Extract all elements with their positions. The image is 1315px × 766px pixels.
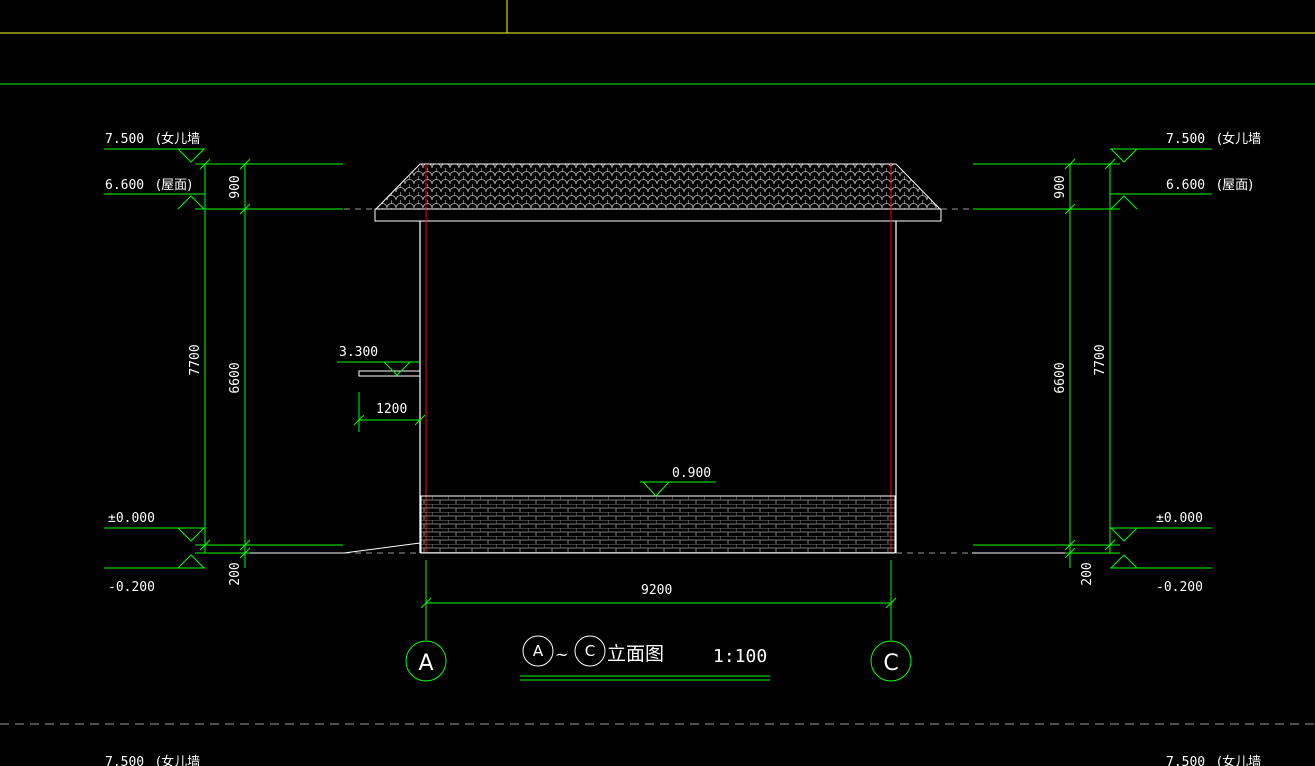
level-parapet-right-next: 7.500 [1166, 755, 1205, 766]
axis-label-left: A [418, 651, 433, 676]
dim-canopy: 1200 [376, 402, 407, 417]
level-ground-left: ±0.000 [108, 511, 155, 526]
building-walls [419, 164, 897, 553]
dim-base-left: 200 [228, 562, 243, 585]
dim-base-right: 200 [1080, 562, 1095, 585]
dim-parapet-left: 900 [228, 175, 243, 198]
axis-label-right: C [883, 651, 898, 676]
dim-overall-right: 7700 [1093, 344, 1108, 375]
level-parapet-left-next: 7.500 [105, 755, 144, 766]
drawing-title-text: 立面图 [607, 643, 664, 665]
dim-height-right: 6600 [1053, 362, 1068, 393]
level-parapet-left: 7.500 [105, 132, 144, 147]
plinth-level-marker [640, 481, 716, 497]
drawing-scale: 1:100 [713, 646, 767, 667]
title-sep: ~ [555, 645, 568, 664]
dim-parapet-right: 900 [1053, 175, 1068, 198]
dim-overall-left: 7700 [188, 344, 203, 375]
level-roof-right: 6.600 [1166, 178, 1205, 193]
level-ground-right: ±0.000 [1156, 511, 1203, 526]
level-roof-left: 6.600 [105, 178, 144, 193]
level-canopy: 3.300 [339, 345, 378, 360]
level-roof-note-left: (屋面) [156, 178, 192, 193]
title-to: C [585, 642, 595, 660]
brick-plinth [420, 495, 896, 554]
level-parapet-note-right: (女儿墙 [1217, 131, 1261, 147]
level-parapet-right: 7.500 [1166, 132, 1205, 147]
title-frame [0, 0, 1315, 725]
roof [344, 163, 972, 222]
level-parapet-note-left: (女儿墙 [156, 131, 200, 147]
canopy [358, 370, 421, 377]
left-dimensions [104, 148, 343, 569]
width-dimension [420, 560, 897, 640]
level-plinth: 0.900 [672, 466, 711, 481]
right-dimensions [973, 148, 1212, 569]
level-grade-right: -0.200 [1156, 580, 1203, 595]
drawing-title [520, 635, 770, 681]
dim-width: 9200 [641, 583, 672, 598]
level-grade-left: -0.200 [108, 580, 155, 595]
dim-height-left: 6600 [228, 362, 243, 393]
axis-bubbles [405, 640, 912, 682]
canopy-dimensions [337, 361, 426, 432]
level-parapet-note-right-next: (女儿墙 [1217, 754, 1261, 766]
title-from: A [533, 642, 544, 660]
level-roof-note-right: (屋面) [1217, 178, 1253, 193]
level-parapet-note-left-next: (女儿墙 [156, 754, 200, 766]
